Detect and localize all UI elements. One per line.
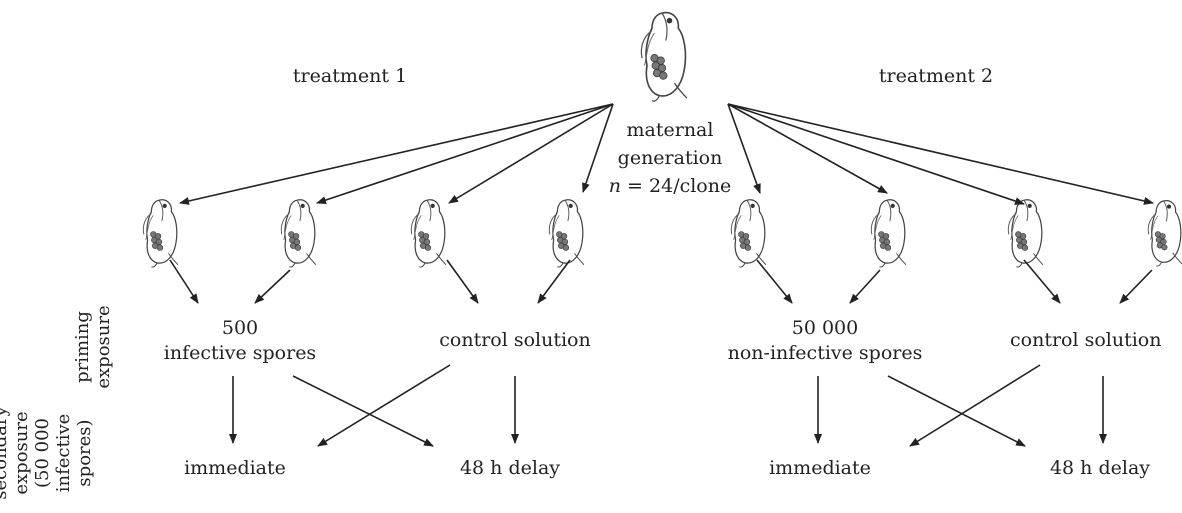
maternal-line2: generation [617,147,723,169]
priming-group-line2: infective spores [163,342,317,364]
priming-group-label: control solution [1010,328,1182,353]
secondary-row-line: (50 000 [32,418,53,489]
priming-group-line1: control solution [439,329,591,351]
priming-row-line1: priming [72,311,93,383]
offspring-daphnia-image [730,199,766,268]
secondary-row-line: secondary [0,406,11,500]
offspring-daphnia-image [410,199,446,268]
secondary-outcome-label: 48 h delay [1049,457,1151,479]
priming-group-line1: 500 [221,317,259,339]
maternal-line1: maternal [626,119,714,141]
sample-size-value: = 24/clone [621,175,732,197]
priming-row-line2: exposure [93,305,114,389]
secondary-row-line: spores) [74,419,95,487]
secondary-row-line: infective [53,413,74,493]
priming-group-line2: non-infective spores [727,342,923,364]
priming-group-label: 50 000 non-infective spores [705,316,945,366]
offspring-daphnia-image [142,199,178,268]
offspring-daphnia-image [1147,200,1182,267]
priming-arrows [169,259,1153,304]
maternal-arrows [179,103,1154,205]
secondary-row-line: exposure [11,411,32,495]
sample-size-variable: n [608,175,622,197]
priming-exposure-row-label: priming exposure [72,292,118,402]
secondary-exposure-row-label: secondary exposure (50 000 infective spo… [0,393,96,513]
secondary-outcome-label: immediate [769,457,871,479]
offspring-daphnia-image [548,199,584,268]
maternal-generation-label: maternal generation n = 24/clone [600,116,740,200]
priming-group-label: control solution [420,328,610,353]
offspring-daphnia-image [1007,199,1043,268]
treatment-2-label: treatment 2 [878,65,994,87]
maternal-daphnia-image [640,11,687,102]
secondary-outcome-label: 48 h delay [459,457,561,479]
priming-group-line1: control solution [1010,329,1162,351]
secondary-arrows [229,364,1107,447]
offspring-daphnia-image [280,199,316,268]
priming-group-label: 500 infective spores [140,316,340,366]
offspring-daphnia-image [870,199,906,268]
secondary-outcome-label: immediate [184,457,286,479]
priming-group-line1: 50 000 [791,317,859,339]
treatment-1-label: treatment 1 [292,65,408,87]
maternal-sample-size: n = 24/clone [600,172,740,200]
